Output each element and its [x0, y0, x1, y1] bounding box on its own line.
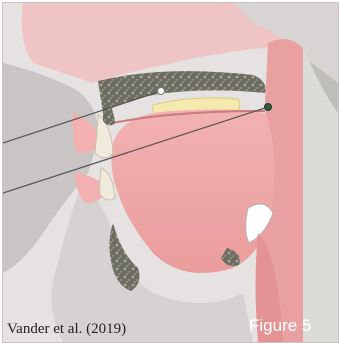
sagittal-head-illustration	[3, 3, 338, 342]
figure-label: Figure 5	[249, 316, 311, 336]
pointer-dot-lower	[265, 104, 272, 111]
pointer-dot-upper	[158, 88, 165, 95]
credit-text: Vander et al. (2019)	[7, 321, 126, 338]
